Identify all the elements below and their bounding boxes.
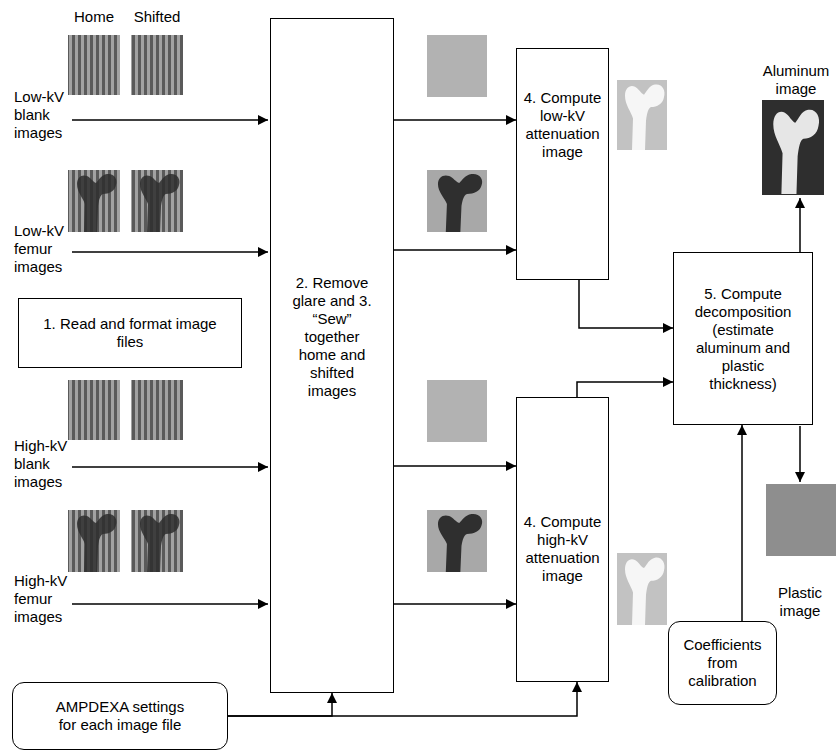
process-box: 2. Remove glare and 3. “Sew” together ho… — [270, 18, 394, 693]
output-label: Plastic image — [760, 584, 840, 620]
column-heading: Home — [64, 8, 124, 26]
blank-image — [68, 35, 120, 95]
femur-shape — [140, 514, 180, 572]
connector — [394, 119, 516, 121]
output-arrow — [799, 426, 801, 482]
attenuation-image — [617, 553, 667, 625]
box-text: AMPDEXA settings for each image file — [49, 698, 191, 734]
input-box: AMPDEXA settings for each image file — [12, 682, 228, 750]
femur-image — [68, 170, 120, 232]
process-box: 5. Compute decomposition (estimate alumi… — [673, 252, 813, 425]
sewn-image — [427, 35, 487, 97]
femur-image — [68, 510, 120, 572]
femur-shape — [77, 174, 117, 232]
connector — [577, 382, 673, 397]
output-arrow — [799, 198, 801, 252]
input-arrow — [72, 466, 268, 468]
input-box: Coefficients from calibration — [668, 621, 777, 705]
blank-image — [131, 380, 183, 440]
sewn-image — [427, 380, 487, 442]
process-box: 1. Read and format image files — [18, 298, 242, 368]
femur-image — [131, 170, 183, 232]
blank-image — [131, 35, 183, 95]
connector — [228, 693, 332, 716]
process-box: 4. Compute low-kV attenuation image — [516, 48, 609, 280]
plastic-image — [766, 484, 836, 556]
box-text: 1. Read and format image files — [43, 315, 218, 351]
input-label: Low-kV femur images — [14, 222, 74, 276]
femur-shape — [773, 110, 819, 194]
process-box: 4. Compute high-kV attenuation image — [516, 397, 609, 682]
femur-shape — [438, 174, 482, 232]
box-text: 4. Compute high-kV attenuation image — [521, 513, 604, 585]
femur-image — [131, 510, 183, 572]
connector — [394, 249, 516, 251]
output-label: Aluminum image — [756, 62, 836, 98]
connector — [394, 603, 516, 605]
connector — [741, 425, 743, 621]
blank-image — [68, 380, 120, 440]
input-label: High-kV blank images — [14, 437, 76, 491]
column-heading: Shifted — [124, 8, 190, 26]
sewn-image — [427, 510, 487, 572]
femur-shape — [140, 174, 180, 232]
box-text: 4. Compute low-kV attenuation image — [521, 89, 604, 161]
box-text: Coefficients from calibration — [676, 636, 770, 690]
input-arrow — [72, 251, 268, 253]
input-label: Low-kV blank images — [14, 88, 74, 142]
box-text: 5. Compute decomposition (estimate alumi… — [686, 285, 800, 393]
input-arrow — [72, 603, 268, 605]
input-label: High-kV femur images — [14, 572, 76, 626]
aluminum-image — [762, 100, 824, 195]
sewn-image — [427, 170, 487, 232]
femur-shape — [625, 84, 665, 150]
connector — [579, 280, 673, 328]
femur-shape — [625, 558, 665, 625]
box-text: 2. Remove glare and 3. “Sew” together ho… — [291, 274, 373, 400]
femur-shape — [77, 514, 117, 572]
connector — [394, 465, 516, 467]
femur-shape — [438, 514, 482, 572]
input-arrow — [72, 119, 268, 121]
attenuation-image — [617, 80, 667, 150]
